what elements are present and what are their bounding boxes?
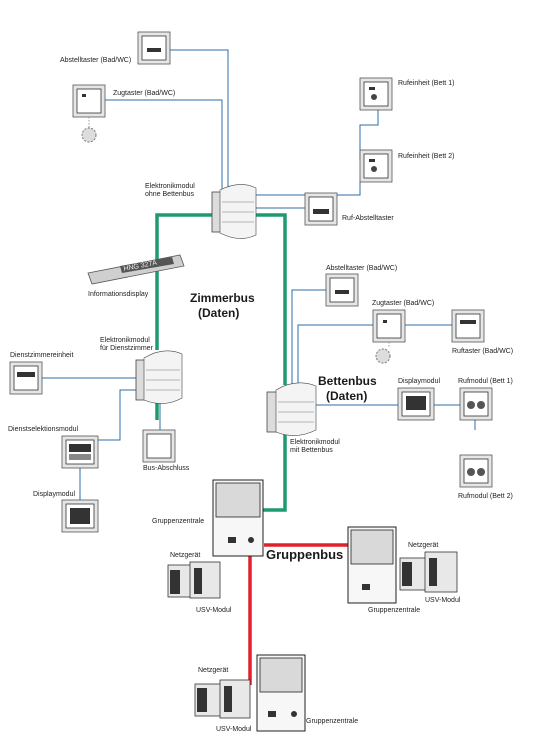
rufmodul-bett2-panel — [459, 454, 493, 488]
elektronikmodul-dienst-label-1: Elektronikmodul — [100, 337, 150, 344]
gruppenzentrale-1-cabinet — [212, 479, 264, 557]
rufmodul-bett2-label: Rufmodul (Bett 2) — [458, 493, 513, 500]
rufeinheit-bett1-panel — [359, 77, 393, 111]
elektronikmodul-mit-label-1: Elektronikmodul — [290, 439, 340, 446]
ruf-abstelltaster-label: Ruf-Abstelltaster — [342, 215, 394, 222]
gruppenzentrale-3-label: Gruppenzentrale — [306, 718, 358, 725]
informationsdisplay-device: HNG 327A — [87, 254, 185, 285]
gruppenzentrale-1-label: Gruppenzentrale — [152, 518, 204, 525]
ruftaster-panel — [451, 309, 485, 343]
gruppenzentrale-2-cabinet — [347, 526, 397, 604]
zugtaster-top-label: Zugtaster (Bad/WC) — [113, 90, 175, 97]
elektronikmodul-ohne-label-1: Elektronikmodul — [145, 183, 195, 190]
displaymodul-left-label: Displaymodul — [33, 491, 75, 498]
dienstselektionsmodul-panel — [61, 435, 99, 469]
bettenbus-label-1: Bettenbus — [318, 374, 377, 388]
abstelltaster-mid-label: Abstelltaster (Bad/WC) — [326, 265, 397, 272]
elektronikmodul-dienst-label-2: für Dienstzimmer — [100, 345, 154, 352]
bus-abschluss-panel — [142, 429, 176, 463]
rufeinheit-bett1-label: Rufeinheit (Bett 1) — [398, 80, 454, 87]
abstelltaster-mid-panel — [325, 273, 359, 307]
netzgeraet-3-label: Netzgerät — [198, 667, 228, 674]
displaymodul-left-panel — [61, 499, 99, 533]
pull-cord-icon — [81, 127, 97, 143]
netzgeraet-usv-2 — [399, 551, 458, 593]
rufeinheit-bett2-panel — [359, 149, 393, 183]
gruppenbus-label: Gruppenbus — [266, 547, 343, 562]
abstelltaster-top-panel — [137, 31, 171, 65]
zimmerbus-label-2: (Daten) — [198, 306, 239, 320]
rufmodul-bett1-label: Rufmodul (Bett 1) — [458, 378, 513, 385]
dienstzimmereinheit-panel — [9, 361, 43, 395]
usv-modul-2-label: USV-Modul — [425, 597, 461, 604]
ruf-abstelltaster-panel — [304, 192, 338, 226]
bettenbus-label-2: (Daten) — [326, 389, 367, 403]
abstelltaster-top-label: Abstelltaster (Bad/WC) — [60, 57, 131, 64]
zugtaster-mid-panel — [372, 309, 406, 343]
netzgeraet-usv-3 — [194, 679, 251, 719]
elektronikmodul-mit-bettenbus — [266, 382, 317, 436]
elektronikmodul-dienstzimmer — [135, 350, 183, 404]
ruftaster-label: Ruftaster (Bad/WC) — [452, 348, 513, 355]
pull-cord-icon — [375, 348, 391, 364]
gruppenzentrale-2-label: Gruppenzentrale — [368, 607, 420, 614]
elektronikmodul-mit-label-2: mit Bettenbus — [290, 447, 333, 454]
zugtaster-top-panel — [72, 84, 106, 118]
rufmodul-bett1-panel — [459, 387, 493, 421]
netzgeraet-1-label: Netzgerät — [170, 552, 200, 559]
zimmerbus-lines — [155, 213, 287, 512]
gruppenbus-lines — [248, 543, 348, 685]
rufeinheit-bett2-label: Rufeinheit (Bett 2) — [398, 153, 454, 160]
bus-abschluss-label: Bus-Abschluss — [143, 465, 190, 472]
netzgeraet-usv-1 — [167, 561, 221, 599]
elektronikmodul-ohne-label-2: ohne Bettenbus — [145, 191, 195, 198]
gruppenzentrale-3-cabinet — [256, 654, 306, 732]
netzgeraet-2-label: Netzgerät — [408, 542, 438, 549]
usv-modul-3-label: USV-Modul — [216, 726, 252, 733]
thin-wiring — [42, 49, 476, 500]
usv-modul-1-label: USV-Modul — [196, 607, 232, 614]
informationsdisplay-label: Informationsdisplay — [88, 291, 149, 298]
elektronikmodul-ohne-bettenbus — [211, 184, 257, 239]
displaymodul-right-label: Displaymodul — [398, 378, 440, 385]
zimmerbus-label-1: Zimmerbus — [190, 291, 255, 305]
displaymodul-right-panel — [397, 387, 435, 421]
zugtaster-mid-label: Zugtaster (Bad/WC) — [372, 300, 434, 307]
dienstzimmereinheit-label: Dienstzimmereinheit — [10, 352, 73, 359]
dienstselektionsmodul-label: Dienstselektionsmodul — [8, 426, 78, 433]
